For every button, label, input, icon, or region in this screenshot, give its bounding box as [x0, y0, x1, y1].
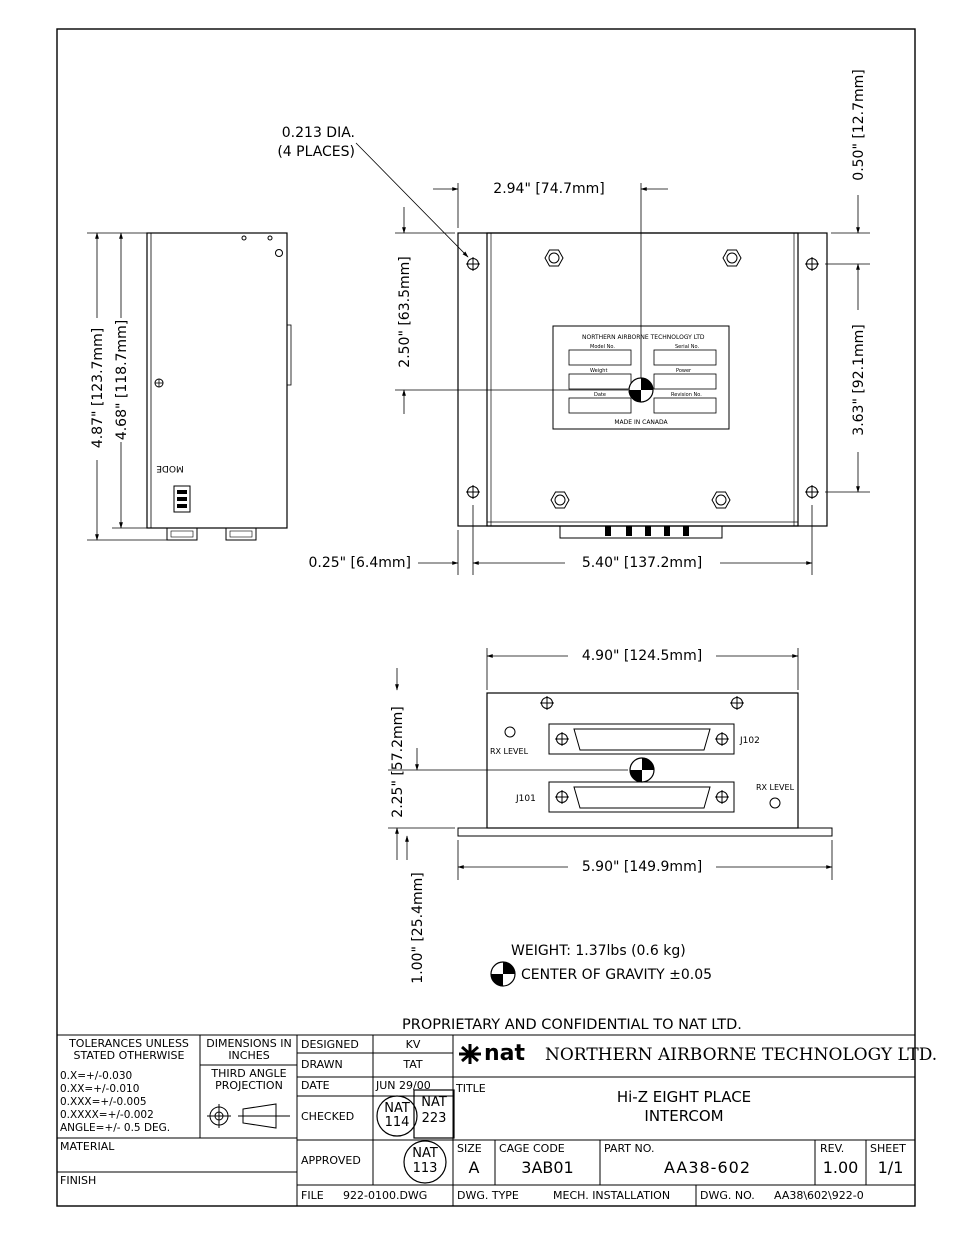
- date-value: JUN 29/00: [376, 1079, 431, 1092]
- designed-label: DESIGNED: [301, 1038, 359, 1051]
- company-name: NORTHERN AIRBORNE TECHNOLOGY LTD.: [545, 1045, 938, 1065]
- dim-hole-spacing-h: 5.40" [137.2mm]: [582, 555, 702, 571]
- cage-code-label: CAGE CODE: [499, 1142, 565, 1155]
- dim-height-inner: 4.68" [118.7mm]: [114, 320, 130, 440]
- dim-clearance: 1.00" [25.4mm]: [410, 872, 426, 983]
- cg-symbol: [628, 377, 654, 403]
- proprietary-note: PROPRIETARY AND CONFIDENTIAL TO NAT LTD.: [402, 1017, 742, 1033]
- mode-label: MODE: [156, 463, 184, 473]
- stamp3-line1: NAT: [412, 1146, 438, 1161]
- dim-cg-height: 2.25" [57.2mm]: [390, 706, 406, 817]
- dim-flange: 0.25" [6.4mm]: [308, 555, 411, 571]
- sheet-value: 1/1: [877, 1158, 904, 1177]
- part-no-label: PART NO.: [604, 1142, 655, 1155]
- tol-line-5: ANGLE=+/- 0.5 DEG.: [60, 1122, 171, 1134]
- stamp-nat-114: [376, 1095, 418, 1137]
- nameplate-weight: Weight: [590, 368, 607, 374]
- side-view: MODE 4.87" [123.7mm] 4.68" [118.7mm]: [87, 232, 292, 541]
- stamp3-line2: 113: [412, 1161, 438, 1176]
- tol-line-4: 0.XXXX=+/-0.002: [60, 1109, 154, 1121]
- nameplate-model: Model No.: [590, 344, 615, 350]
- drawn-value: TAT: [403, 1058, 423, 1071]
- nameplate-serial: Serial No.: [675, 344, 699, 350]
- size-label: SIZE: [457, 1142, 482, 1155]
- cg-note: CENTER OF GRAVITY ±0.05: [521, 967, 712, 983]
- projection-label: THIRD ANGLE PROJECTION: [211, 1067, 287, 1092]
- tol-line-3: 0.XXX=+/-0.005: [60, 1096, 147, 1108]
- drawn-label: DRAWN: [301, 1058, 343, 1071]
- dim-cg-x: 2.94" [74.7mm]: [493, 181, 604, 197]
- tol-line-1: 0.X=+/-0.030: [60, 1070, 133, 1082]
- dwg-no-label: DWG. NO.: [700, 1189, 755, 1202]
- rev-value: 1.00: [822, 1158, 859, 1177]
- material-label: MATERIAL: [60, 1140, 115, 1153]
- tolerances-header: TOLERANCES UNLESS STATED OTHERWISE: [69, 1037, 189, 1062]
- j101-label: J101: [515, 794, 536, 804]
- date-label: DATE: [301, 1079, 330, 1092]
- title-line2: INTERCOM: [644, 1107, 724, 1125]
- title-line1: Hi-Z EIGHT PLACE: [616, 1088, 752, 1106]
- finish-label: FINISH: [60, 1174, 97, 1187]
- dwg-type-label: DWG. TYPE: [457, 1189, 519, 1202]
- dwg-type-value: MECH. INSTALLATION: [553, 1189, 671, 1202]
- nameplate-company: NORTHERN AIRBORNE TECHNOLOGY LTD: [582, 334, 705, 341]
- sheet-border: [56, 28, 916, 1207]
- nameplate-made: MADE IN CANADA: [614, 419, 668, 426]
- file-label: FILE: [301, 1189, 324, 1202]
- nameplate-revision: Revision No.: [671, 392, 702, 398]
- tol-line-2: 0.XX=+/-0.010: [60, 1083, 140, 1095]
- dim-height-outer: 4.87" [123.7mm]: [90, 328, 106, 448]
- rev-label: REV.: [820, 1142, 845, 1155]
- nat-logo-icon: [459, 1044, 481, 1064]
- dim-overall-width: 5.90" [149.9mm]: [582, 859, 702, 875]
- stamp-nat-113: [403, 1140, 447, 1184]
- stamp1-line1: NAT: [384, 1101, 410, 1116]
- cg-legend-symbol: [490, 961, 516, 987]
- nameplate-power: Power: [676, 368, 692, 374]
- dim-hole-spacing-v: 3.63" [92.1mm]: [851, 324, 867, 435]
- cage-code-value: 3AB01: [521, 1158, 574, 1177]
- dim-top-margin: 0.50" [12.7mm]: [851, 69, 867, 180]
- designed-value: KV: [405, 1038, 421, 1051]
- stamp2-line1: NAT: [421, 1095, 447, 1110]
- weight-note: WEIGHT: 1.37lbs (0.6 kg): [511, 943, 686, 959]
- rx-level-right: RX LEVEL: [756, 783, 795, 792]
- file-value: 922-0100.DWG: [343, 1189, 428, 1202]
- stamp2-line2: 223: [421, 1111, 447, 1126]
- stamp1-line2: 114: [384, 1115, 410, 1130]
- title-block: [57, 1034, 915, 1206]
- sheet-label: SHEET: [870, 1142, 906, 1155]
- rx-level-left: RX LEVEL: [490, 747, 529, 756]
- front-view: RX LEVEL RX LEVEL J102 J101 4.90" [124.5…: [388, 648, 833, 984]
- dim-body-width: 4.90" [124.5mm]: [582, 648, 702, 664]
- approved-label: APPROVED: [301, 1154, 361, 1167]
- dim-cg-y: 2.50" [63.5mm]: [397, 256, 413, 367]
- title-label: TITLE: [456, 1082, 486, 1095]
- hole-note-2: (4 PLACES): [277, 144, 355, 160]
- dwg-no-value: AA38\602\922-0: [774, 1189, 864, 1202]
- nat-logo-text: nat: [484, 1041, 526, 1066]
- dimensions-header: DIMENSIONS IN INCHES: [206, 1037, 292, 1062]
- checked-label: CHECKED: [301, 1110, 355, 1123]
- connector-j102: [548, 723, 735, 755]
- top-view: NORTHERN AIRBORNE TECHNOLOGY LTD Model N…: [277, 69, 870, 575]
- size-value: A: [468, 1158, 480, 1177]
- hole-note-1: 0.213 DIA.: [282, 125, 355, 141]
- nameplate-date: Date: [594, 392, 606, 398]
- part-no-value: AA38-602: [663, 1158, 751, 1177]
- j102-label: J102: [739, 736, 760, 746]
- cg-symbol-front: [629, 757, 655, 783]
- stamp-nat-223: [413, 1089, 455, 1139]
